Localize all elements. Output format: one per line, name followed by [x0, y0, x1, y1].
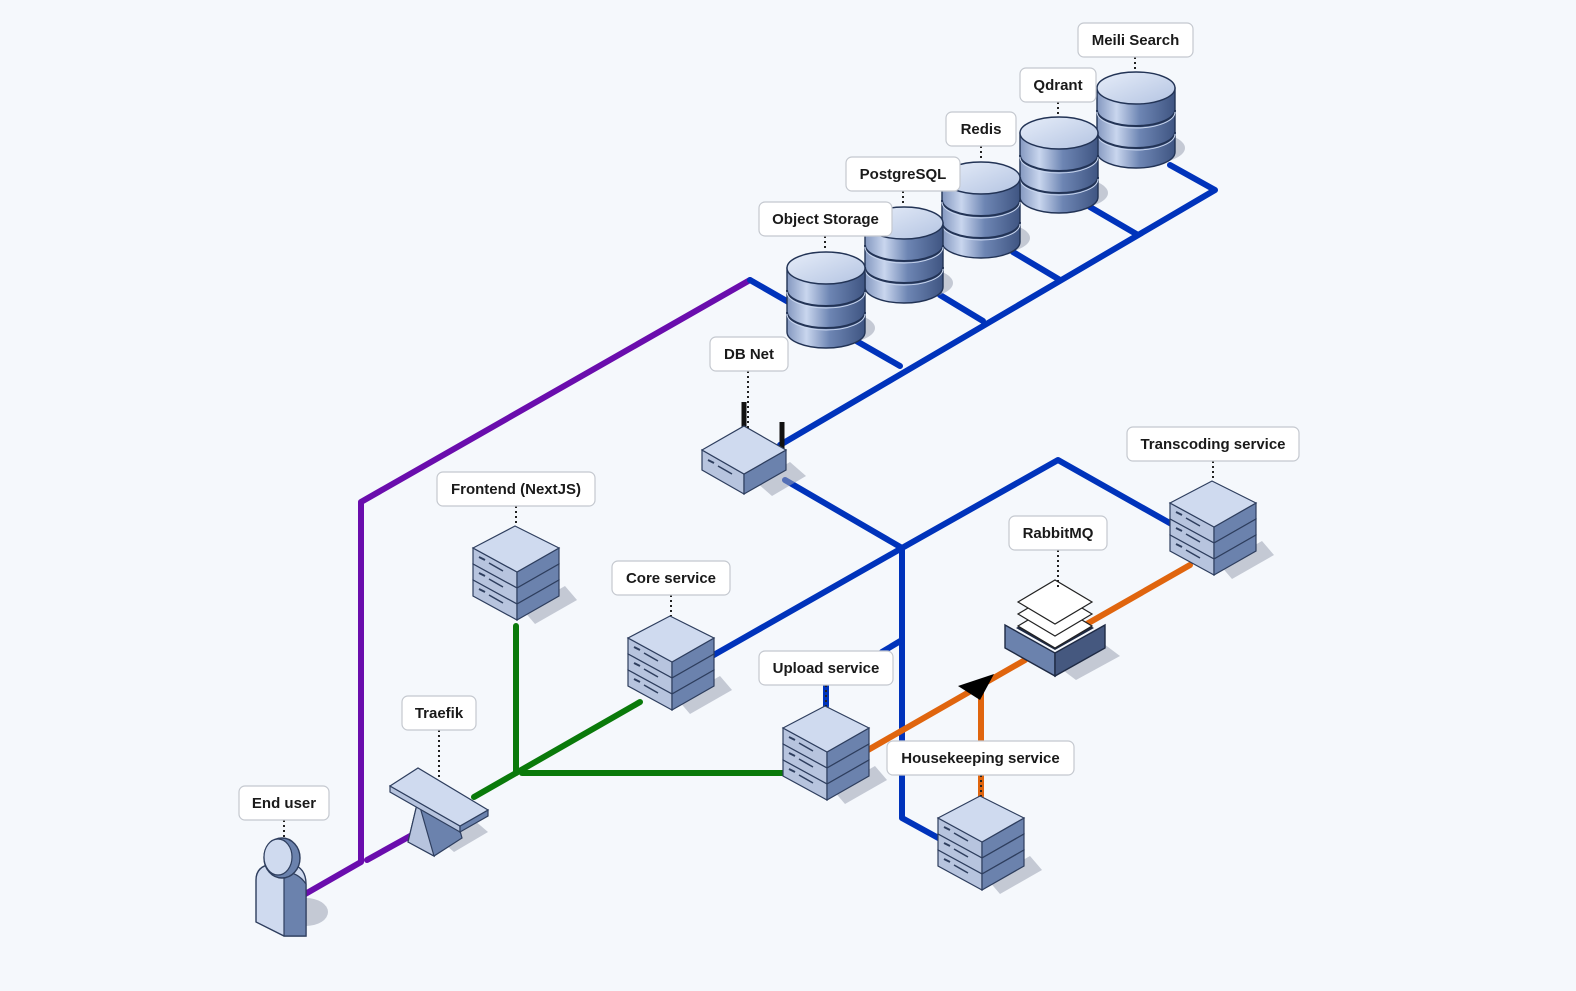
label-traefik: Traefik	[401, 695, 477, 731]
label-text: Object Storage	[772, 211, 879, 228]
label-redis: Redis	[945, 111, 1017, 147]
label-text: Transcoding service	[1140, 436, 1285, 453]
label-text: PostgreSQL	[860, 166, 947, 183]
label-text: Qdrant	[1033, 77, 1082, 94]
web-network-lines	[471, 623, 789, 800]
server-icon	[472, 525, 578, 625]
router-db-net[interactable]	[700, 402, 806, 496]
server-icon	[937, 795, 1043, 895]
server-icon	[627, 615, 733, 715]
arrow-head-icon	[958, 674, 994, 700]
label-text: Frontend (NextJS)	[451, 481, 581, 498]
label-rabbitmq: RabbitMQ	[1008, 515, 1108, 551]
label-db-net: DB Net	[709, 336, 789, 372]
label-text: Meili Search	[1092, 32, 1180, 49]
router-icon	[700, 402, 806, 496]
database-meili[interactable]	[1096, 71, 1186, 169]
server-core[interactable]	[627, 615, 733, 715]
server-icon	[782, 705, 888, 805]
label-text: Traefik	[415, 705, 464, 722]
database-qdrant[interactable]	[1019, 116, 1109, 214]
label-end-user: End user	[238, 785, 330, 821]
user-link	[297, 277, 753, 900]
label-housekeeping: Housekeeping service	[886, 740, 1075, 776]
label-postgresql: PostgreSQL	[845, 156, 961, 192]
load-balancer-traefik[interactable]	[388, 767, 490, 858]
label-object-storage: Object Storage	[758, 201, 893, 237]
user-traefik-link	[364, 832, 415, 863]
connections	[297, 162, 1218, 900]
database-icon	[786, 251, 876, 349]
label-text: Core service	[626, 570, 716, 587]
message-queue-rabbitmq[interactable]	[1004, 579, 1120, 680]
label-text: RabbitMQ	[1023, 525, 1094, 542]
label-qdrant: Qdrant	[1019, 67, 1097, 103]
database-icon	[1019, 116, 1109, 214]
load-balancer-icon	[388, 767, 490, 858]
label-meili: Meili Search	[1077, 22, 1194, 58]
label-text: Redis	[961, 121, 1002, 138]
server-upload[interactable]	[782, 705, 888, 805]
database-object-storage[interactable]	[786, 251, 876, 349]
label-frontend: Frontend (NextJS)	[436, 471, 596, 507]
user-icon	[255, 837, 328, 937]
label-core: Core service	[611, 560, 731, 596]
server-frontend[interactable]	[472, 525, 578, 625]
label-text: End user	[252, 795, 316, 812]
message-queue-icon	[1004, 579, 1120, 680]
label-transcoding: Transcoding service	[1126, 426, 1300, 462]
label-upload: Upload service	[758, 650, 894, 686]
server-housekeeping[interactable]	[937, 795, 1043, 895]
db-network-lines	[709, 162, 1218, 843]
database-icon	[1096, 71, 1186, 169]
label-text: Upload service	[773, 660, 880, 677]
node-labels: Meili Search Qdrant Redis PostgreSQL Obj…	[238, 22, 1300, 840]
label-text: DB Net	[724, 346, 774, 363]
end-user-node[interactable]	[255, 837, 328, 937]
label-text: Housekeeping service	[901, 750, 1059, 767]
